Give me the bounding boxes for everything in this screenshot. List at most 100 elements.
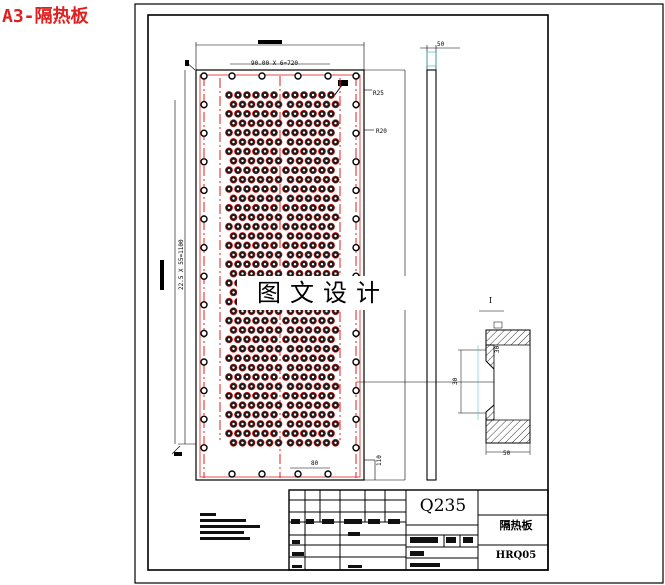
perforation-hole-center bbox=[298, 159, 301, 162]
perforation-hole-center bbox=[293, 432, 297, 435]
perforation-hole-center bbox=[259, 422, 262, 426]
perforation-hole-center bbox=[227, 244, 231, 247]
bolt-hole bbox=[352, 100, 360, 109]
perforation-hole-center bbox=[236, 225, 240, 228]
perforation-hole-center bbox=[334, 140, 337, 144]
perforation-hole-center bbox=[298, 197, 301, 200]
perforation-hole-center bbox=[250, 140, 253, 144]
perforation-hole-center bbox=[284, 244, 288, 247]
perforation-hole-center bbox=[272, 131, 276, 134]
perforation-hole-center bbox=[320, 357, 324, 360]
perforation-hole-center bbox=[311, 432, 315, 435]
bolt-hole bbox=[352, 72, 360, 80]
perforation-hole-center bbox=[316, 347, 319, 350]
perforation-hole-center bbox=[284, 169, 288, 172]
perforation-hole-center bbox=[250, 404, 253, 407]
perforation-hole-center bbox=[245, 338, 249, 341]
perforation-hole-center bbox=[254, 169, 258, 172]
perforation-hole-center bbox=[241, 385, 244, 388]
perforation-hole-center bbox=[232, 197, 235, 200]
perforation-hole-center bbox=[254, 263, 258, 266]
perforation-hole-center bbox=[316, 385, 319, 388]
perforation-hole-center bbox=[311, 375, 315, 379]
perforation-hole-center bbox=[325, 328, 328, 332]
part-name: 隔热板 bbox=[499, 519, 533, 532]
perforation-hole-center bbox=[302, 225, 306, 228]
perforation-hole-center bbox=[241, 140, 244, 144]
bolt-hole bbox=[352, 215, 360, 223]
perforation-hole-center bbox=[325, 178, 328, 181]
perforation-hole-center bbox=[307, 178, 310, 181]
perforation-hole-center bbox=[254, 375, 258, 379]
watermark: 图文设计 bbox=[237, 276, 409, 310]
perforation-hole-center bbox=[320, 338, 324, 341]
bolt-hole bbox=[200, 215, 208, 223]
perforation-hole-center bbox=[302, 432, 306, 435]
bolt-hole bbox=[200, 72, 208, 80]
perforation-hole-center bbox=[227, 93, 231, 97]
perforation-hole-center bbox=[311, 169, 315, 172]
perforation-hole-center bbox=[250, 234, 253, 238]
perforation-hole-center bbox=[325, 159, 328, 162]
perforation-hole-center bbox=[263, 169, 267, 172]
perforation-hole-center bbox=[259, 159, 262, 162]
perforation-hole-center bbox=[277, 178, 280, 181]
perforation-hole-center bbox=[316, 441, 319, 444]
perforation-hole-center bbox=[236, 206, 240, 209]
bolt-hole bbox=[294, 470, 302, 478]
perforation-hole-center bbox=[316, 234, 319, 238]
perforation-hole-center bbox=[298, 385, 301, 388]
perforation-hole-center bbox=[329, 187, 333, 191]
perforation-hole-center bbox=[232, 366, 235, 369]
perforation-hole-center bbox=[298, 253, 301, 256]
perforation-hole-center bbox=[320, 263, 324, 266]
perforation-hole-center bbox=[263, 93, 267, 97]
perforation-hole-center bbox=[254, 319, 258, 322]
perforation-hole-center bbox=[245, 187, 249, 191]
perforation-hole-center bbox=[259, 197, 262, 200]
perforation-hole-center bbox=[227, 319, 231, 322]
perforation-hole-center bbox=[307, 272, 310, 275]
perforation-hole-center bbox=[263, 319, 267, 322]
perforation-hole-center bbox=[284, 394, 288, 397]
perforation-hole-center bbox=[311, 319, 315, 322]
perforation-hole-center bbox=[293, 225, 297, 228]
perforation-hole-center bbox=[329, 244, 333, 247]
perforation-hole-center bbox=[277, 216, 280, 219]
perforation-hole-center bbox=[298, 140, 301, 144]
perforation-hole-center bbox=[245, 357, 249, 360]
perforation-hole-center bbox=[259, 272, 262, 275]
perforation-hole-center bbox=[250, 253, 253, 256]
perforation-hole-center bbox=[298, 404, 301, 407]
perforation-hole-center bbox=[254, 206, 258, 209]
perforation-hole-center bbox=[329, 432, 333, 435]
bolt-hole bbox=[200, 301, 208, 309]
perforation-hole-center bbox=[227, 357, 231, 360]
perforation-hole-center bbox=[250, 385, 253, 388]
perforation-hole-center bbox=[329, 169, 333, 172]
perforation-hole-center bbox=[263, 187, 267, 191]
perforation-hole-center bbox=[245, 413, 249, 416]
perforation-hole-center bbox=[334, 122, 337, 125]
perforation-hole-center bbox=[277, 159, 280, 162]
perforation-hole-center bbox=[268, 159, 271, 162]
perforation-hole-center bbox=[307, 253, 310, 256]
perforation-hole-center bbox=[302, 263, 306, 266]
perforation-hole-center bbox=[307, 422, 310, 426]
perforation-hole-center bbox=[284, 357, 288, 360]
perforation-hole-center bbox=[245, 112, 249, 116]
perforation-hole-center bbox=[334, 234, 337, 238]
perforation-hole-center bbox=[227, 263, 231, 266]
perforation-hole-center bbox=[259, 140, 262, 144]
perforation-hole-center bbox=[289, 404, 292, 407]
perforation-hole-center bbox=[289, 347, 292, 350]
perforation-hole-center bbox=[272, 150, 276, 153]
perforation-hole-center bbox=[334, 272, 337, 275]
perforation-hole-center bbox=[232, 347, 235, 350]
perforation-hole-center bbox=[289, 122, 292, 125]
perforation-hole-center bbox=[311, 394, 315, 397]
perforation-hole-center bbox=[245, 150, 249, 153]
perforation-hole-center bbox=[289, 140, 292, 144]
perforation-hole-center bbox=[302, 338, 306, 341]
perforation-hole-center bbox=[307, 366, 310, 369]
